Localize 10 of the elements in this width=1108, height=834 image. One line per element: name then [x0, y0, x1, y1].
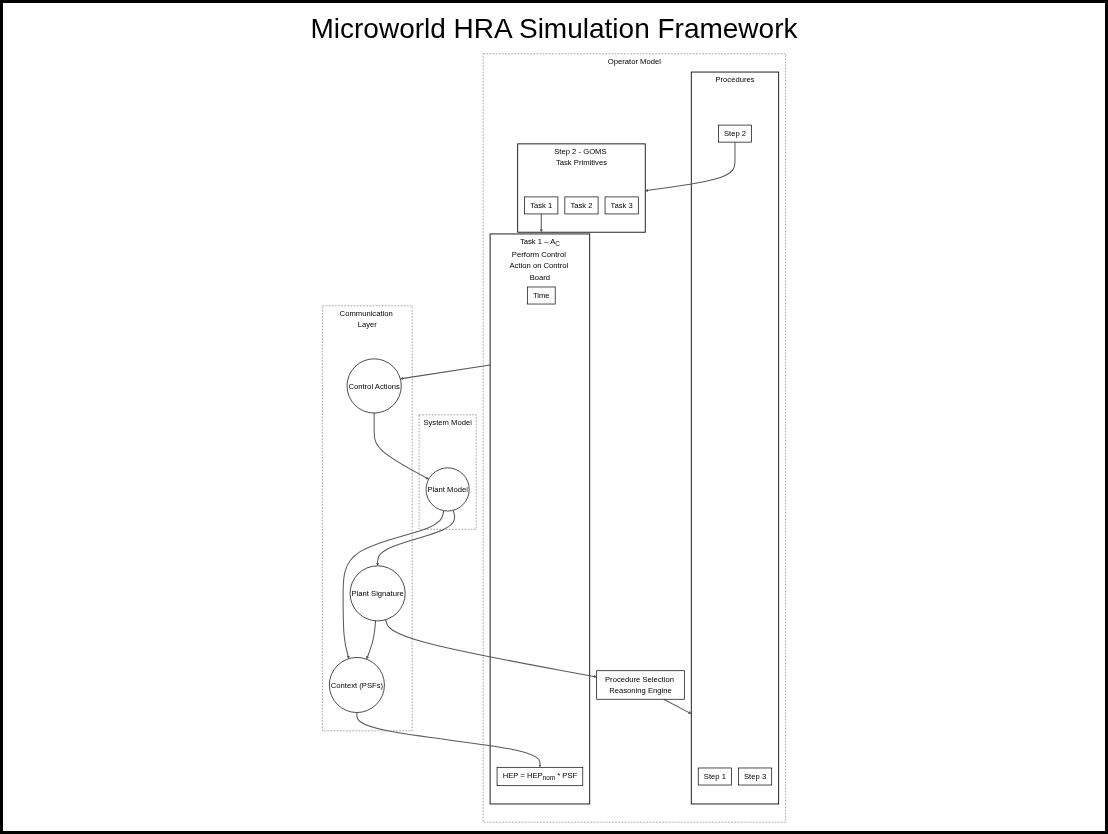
arrow — [373, 412, 429, 480]
arrow — [366, 620, 377, 660]
diagram-title: Microworld HRA Simulation Framework — [310, 13, 798, 45]
arrow — [376, 509, 456, 566]
arrow — [356, 712, 542, 768]
arrow — [400, 364, 491, 380]
arrow — [342, 510, 445, 659]
arrow — [645, 141, 736, 192]
arrow — [663, 698, 692, 714]
arrow — [385, 619, 597, 678]
